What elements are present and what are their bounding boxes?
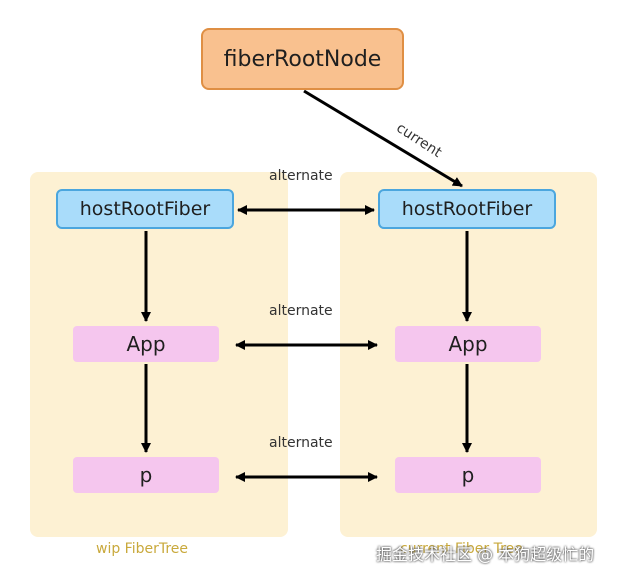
wip-fibertree-caption: wip FiberTree — [96, 541, 189, 557]
alternate-label-p: alternate — [269, 435, 333, 451]
wip-p-node: p — [73, 457, 219, 493]
wip-host-root-fiber-node: hostRootFiber — [56, 189, 234, 229]
current-host-root-fiber-node: hostRootFiber — [378, 189, 556, 229]
alternate-label-app: alternate — [269, 303, 333, 319]
current-pointer-arrow — [303, 89, 463, 188]
wip-app-node: App — [73, 326, 219, 362]
watermark-text: 掘金技术社区 @ 本狗超级忙的 — [376, 545, 595, 564]
alternate-label-host: alternate — [269, 168, 333, 184]
current-fibertree-caption: current Fiber Tree — [400, 541, 523, 557]
current-app-node: App — [395, 326, 541, 362]
current-p-node: p — [395, 457, 541, 493]
fiber-root-node: fiberRootNode — [201, 28, 404, 90]
